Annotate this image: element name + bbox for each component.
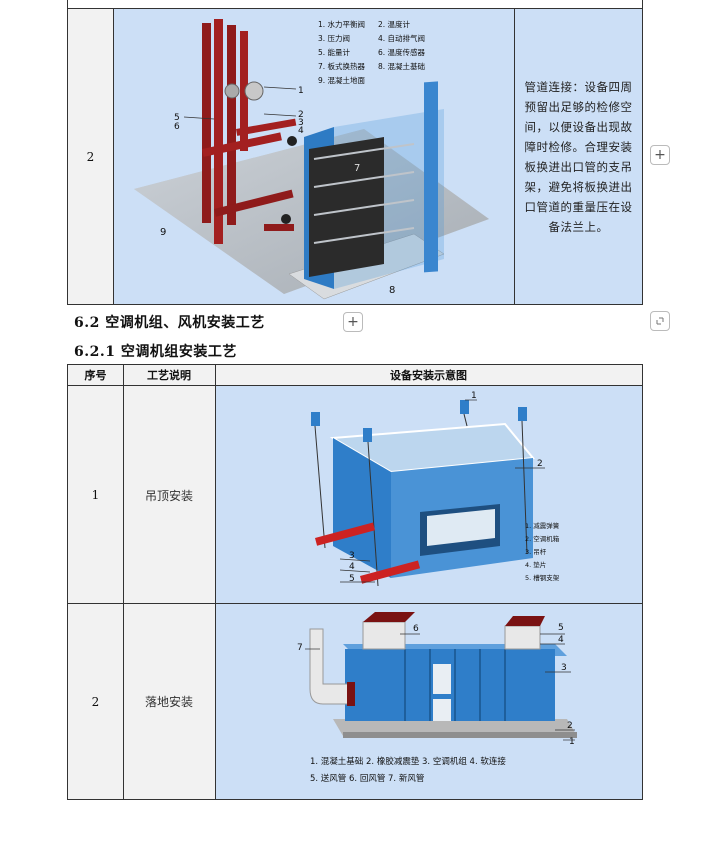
section-heading-6-2: 6.2 空调机组、风机安装工艺 bbox=[74, 315, 265, 331]
callout-4: 4 bbox=[558, 635, 564, 645]
header-number: 序号 bbox=[68, 365, 123, 386]
legend-item: 5. 槽钢支架 bbox=[525, 573, 560, 582]
legend-item: 4. 垫片 bbox=[525, 560, 546, 569]
description-cell: 管道连接：设备四周预留出足够的检修空间，以便设备出现故障时检修。合理安装板换进出… bbox=[515, 9, 642, 304]
callout-2: 2 bbox=[537, 459, 543, 469]
callout-4: 4 bbox=[349, 562, 355, 572]
legend-item: 8. 混凝土基础 bbox=[378, 61, 425, 71]
callout-4: 4 bbox=[298, 126, 304, 136]
callout-5: 5 bbox=[349, 574, 355, 584]
legend-line-2: 5. 送风管 6. 回风管 7. 新风管 bbox=[310, 773, 424, 784]
callout-1: 1 bbox=[298, 86, 304, 96]
callout-9: 9 bbox=[160, 227, 166, 238]
callout-7: 7 bbox=[297, 643, 303, 653]
ceiling-install-diagram-cell: 1 2 3 4 5 1. 减震弹簧 2. 空调机箱 3. 吊杆 4. 垫片 5.… bbox=[215, 386, 642, 604]
header-diagram: 设备安装示意图 bbox=[215, 365, 642, 386]
legend-line-1: 1. 混凝土基础 2. 橡胶减震垫 3. 空调机组 4. 软连接 bbox=[310, 756, 506, 767]
row1-number: 1 bbox=[68, 386, 123, 604]
row2-process: 落地安装 bbox=[123, 604, 215, 799]
ahu-installation-table: 序号 工艺说明 设备安装示意图 1 吊顶安装 bbox=[67, 364, 643, 800]
callout-6: 6 bbox=[413, 624, 419, 634]
callout-3: 3 bbox=[298, 118, 304, 128]
floor-install-diagram-cell: 6 7 5 4 3 2 1 1. 混凝土基础 2. 橡胶减震垫 3. 空调机组 … bbox=[215, 604, 642, 799]
callout-3: 3 bbox=[561, 663, 567, 673]
header-process: 工艺说明 bbox=[123, 365, 215, 386]
callout-3: 3 bbox=[349, 551, 355, 561]
callout-5: 5 bbox=[174, 113, 180, 123]
legend-item: 3. 压力阀 bbox=[318, 33, 350, 43]
row1-process: 吊顶安装 bbox=[123, 386, 215, 604]
heat-exchanger-diagram: 1 2 3 4 5 6 7 8 9 1. 水力平衡阀 2. 温度计 3. 压力阀… bbox=[134, 19, 489, 300]
legend-item: 3. 吊杆 bbox=[525, 547, 547, 556]
pipe-connection-description: 管道连接：设备四周预留出足够的检修空间，以便设备出现故障时检修。合理安装板换进出… bbox=[524, 79, 633, 234]
callout-1: 1 bbox=[471, 391, 477, 401]
add-column-button[interactable]: + bbox=[650, 145, 670, 165]
callout-5: 5 bbox=[558, 623, 564, 633]
legend-item: 9. 混凝土地面 bbox=[318, 75, 366, 85]
callout-7: 7 bbox=[354, 163, 360, 174]
legend-item: 1. 水力平衡阀 bbox=[318, 19, 365, 29]
row-number: 2 bbox=[68, 9, 114, 304]
legend-item: 2. 温度计 bbox=[378, 19, 411, 29]
table-resize-handle[interactable] bbox=[650, 311, 670, 331]
add-row-button[interactable]: + bbox=[343, 312, 363, 332]
pipe-connection-table: 2 bbox=[67, 8, 643, 305]
heat-exchanger-diagram-cell: 1 2 3 4 5 6 7 8 9 1. 水力平衡阀 2. 温度计 3. 压力阀… bbox=[114, 9, 515, 304]
legend-item: 5. 能量计 bbox=[318, 47, 351, 57]
callout-2: 2 bbox=[567, 721, 573, 731]
legend-item: 7. 板式换热器 bbox=[318, 61, 366, 71]
legend-item: 4. 自动排气阀 bbox=[378, 33, 425, 43]
callout-8: 8 bbox=[389, 285, 395, 296]
ceiling-install-diagram: 1 2 3 4 5 1. 减震弹簧 2. 空调机箱 3. 吊杆 4. 垫片 5.… bbox=[311, 391, 560, 587]
callout-1: 1 bbox=[569, 737, 575, 747]
table-top-edge bbox=[67, 0, 643, 8]
legend-item: 2. 空调机箱 bbox=[525, 534, 560, 543]
legend-item: 6. 温度传感器 bbox=[378, 47, 426, 57]
legend-item: 1. 减震弹簧 bbox=[525, 521, 560, 530]
resize-icon bbox=[656, 317, 664, 325]
section-heading-6-2-1: 6.2.1 空调机组安装工艺 bbox=[74, 344, 237, 360]
floor-install-diagram: 6 7 5 4 3 2 1 1. 混凝土基础 2. 橡胶减震垫 3. 空调机组 … bbox=[297, 612, 577, 784]
row2-number: 2 bbox=[68, 604, 123, 799]
callout-2: 2 bbox=[298, 110, 304, 120]
callout-6: 6 bbox=[174, 122, 180, 132]
